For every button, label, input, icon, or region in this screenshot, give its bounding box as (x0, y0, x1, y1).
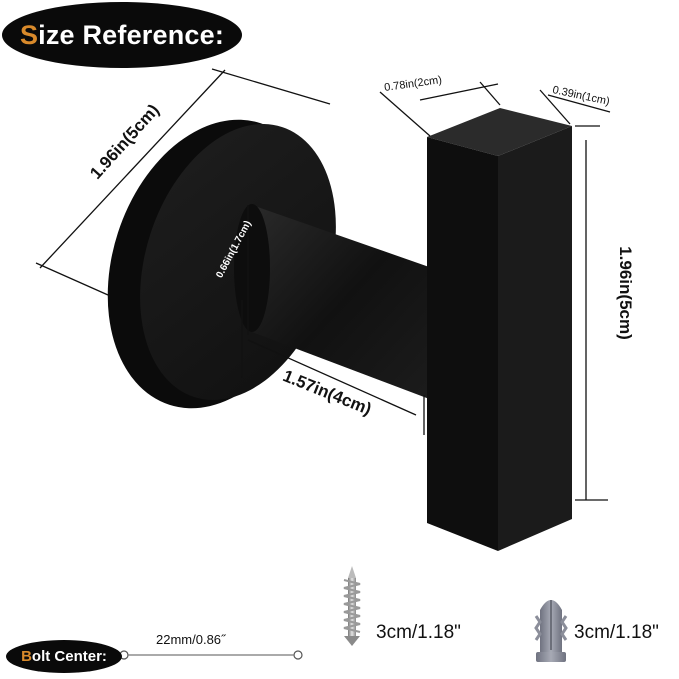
title-pill: Size Reference: (2, 2, 242, 68)
dimension-lines (35, 68, 611, 501)
bolt-center-value: 22mm/0.86˝ (156, 632, 226, 647)
bolt-center-pill: Bolt Center: (6, 640, 122, 673)
hook-bar (427, 108, 572, 551)
screw-length-label: 3cm/1.18" (376, 622, 461, 643)
bolt-center-title: Bolt Center: (21, 648, 107, 665)
screw-icon (343, 566, 361, 646)
title: Size Reference: (19, 19, 225, 50)
wall-anchor-icon (534, 600, 568, 662)
hook-height-label: 1.96in(5cm) (616, 246, 635, 340)
bolt-center-line (119, 650, 303, 660)
anchor-length-label: 3cm/1.18" (574, 622, 659, 643)
rod (234, 204, 432, 400)
